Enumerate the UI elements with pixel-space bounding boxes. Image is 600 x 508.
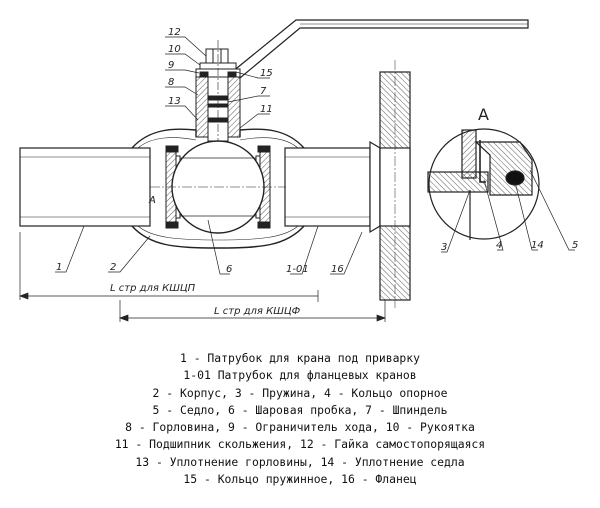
detail-label-3: 3 — [441, 242, 447, 253]
dimension-lines — [19, 232, 386, 322]
valve-cross-section-drawing: А А 1 2 6 1-01 16 12 10 9 8 13 15 7 11 3… — [19, 19, 578, 322]
label-12: 12 — [168, 27, 181, 38]
detail-a-title: А — [478, 105, 489, 124]
dimension-label-kshcp: L стр для КШЦП — [110, 283, 196, 294]
detail-label-4: 4 — [496, 240, 502, 251]
detail-label-14: 14 — [531, 240, 544, 251]
legend-line: 15 - Кольцо пружинное, 16 - Фланец — [183, 472, 417, 487]
detail-a-view — [427, 128, 540, 240]
label-15: 15 — [260, 68, 273, 79]
legend-line: 5 - Седло, 6 - Шаровая пробка, 7 - Шпинд… — [152, 402, 448, 417]
label-13: 13 — [168, 96, 181, 107]
legend-line: 2 - Корпус, 3 - Пружина, 4 - Кольцо опор… — [152, 385, 448, 400]
stem-assembly — [195, 40, 241, 150]
detail-label-5: 5 — [572, 240, 578, 251]
label-10: 10 — [168, 44, 181, 55]
label-16: 16 — [331, 264, 344, 275]
label-8: 8 — [168, 77, 174, 88]
legend-line: 8 - Горловина, 9 - Ограничитель хода, 10… — [125, 420, 475, 435]
dimension-label-kshcf: L стр для КШЦФ — [214, 306, 301, 317]
ball-plug — [150, 140, 286, 234]
label-1-01: 1-01 — [286, 264, 309, 275]
parts-legend: 1 - Патрубок для крана под приварку 1-01… — [0, 350, 600, 488]
label-9: 9 — [168, 60, 174, 71]
weld-pipe — [19, 147, 151, 227]
flange-pipe — [284, 140, 381, 234]
legend-line: 13 - Уплотнение горловины, 14 - Уплотнен… — [135, 454, 465, 469]
detail-a-marker: А — [148, 195, 156, 206]
label-1: 1 — [56, 262, 62, 273]
label-7: 7 — [260, 86, 267, 97]
label-11: 11 — [260, 104, 273, 115]
legend-line: 11 - Подшипник скольжения, 12 - Гайка са… — [114, 437, 486, 452]
legend-line: 1 - Патрубок для крана под приварку — [179, 351, 421, 365]
handle — [231, 19, 529, 79]
legend-line: 1-01 Патрубок для фланцевых кранов — [183, 368, 417, 383]
leader-lines — [55, 36, 575, 275]
flange — [379, 60, 411, 308]
label-2: 2 — [110, 262, 116, 273]
label-6: 6 — [226, 264, 232, 275]
valve-body — [131, 128, 305, 249]
